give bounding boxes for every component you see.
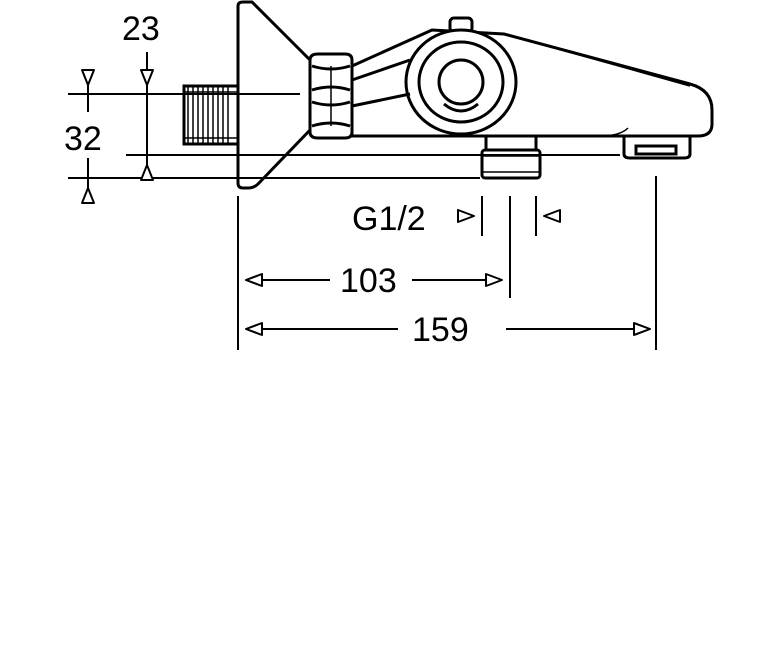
label-103: 103 [340,262,397,300]
outlet-fitting [480,134,542,180]
arrow-103-right [485,273,503,287]
arrow-103-left [245,273,263,287]
arrow-thread-left [457,209,475,223]
label-thread-size: G1/2 [352,200,426,238]
arrow-32-bottom [81,187,95,204]
label-23: 23 [122,10,160,48]
arrow-159-right [633,322,651,336]
extension-lines [68,93,657,350]
thermostat-cartridge [404,28,518,136]
horizontal-dimensions [250,279,646,330]
label-32: 32 [64,120,102,158]
arrow-23-top [140,69,154,86]
arrow-thread-right [543,209,561,223]
arrow-32-top [81,69,95,86]
arrow-159-left [245,322,263,336]
dimension-arrows [81,69,651,336]
arrow-23-bottom [140,164,154,181]
hex-nut [308,52,354,140]
threaded-inlet [182,84,240,146]
label-159: 159 [412,311,469,349]
spout-aerator [622,134,692,160]
